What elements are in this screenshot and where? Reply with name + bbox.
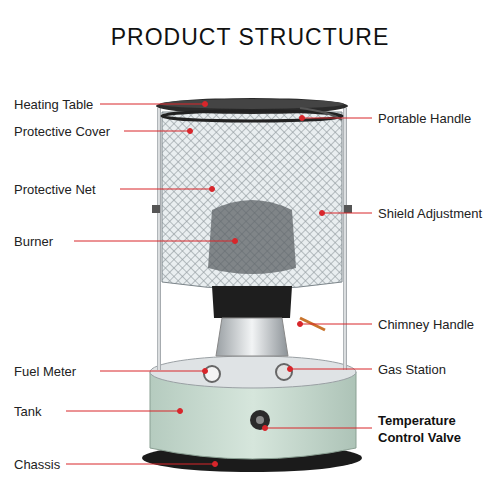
- diagram-title: PRODUCT STRUCTURE: [0, 24, 500, 51]
- protective-net: [162, 112, 342, 289]
- guard-rods: [152, 108, 352, 370]
- leader-lines: [66, 102, 372, 467]
- part-label: Portable Handle: [378, 110, 498, 127]
- control-dials: [204, 364, 292, 430]
- part-label: Shield Adjustment: [378, 205, 498, 222]
- burner-body: [208, 200, 296, 274]
- part-label: Heating Table: [14, 96, 104, 113]
- part-label: Protective Net: [14, 181, 124, 198]
- part-label: Tank: [14, 403, 64, 420]
- part-label: Burner: [14, 233, 74, 250]
- part-label: Chassis: [14, 456, 70, 473]
- part-label: Protective Cover: [14, 123, 126, 140]
- chimney: [212, 286, 325, 356]
- part-label: Temperature Control Valve: [378, 412, 482, 446]
- part-label: Fuel Meter: [14, 363, 104, 380]
- part-label: Chimney Handle: [378, 316, 498, 333]
- part-label: Gas Station: [378, 361, 498, 378]
